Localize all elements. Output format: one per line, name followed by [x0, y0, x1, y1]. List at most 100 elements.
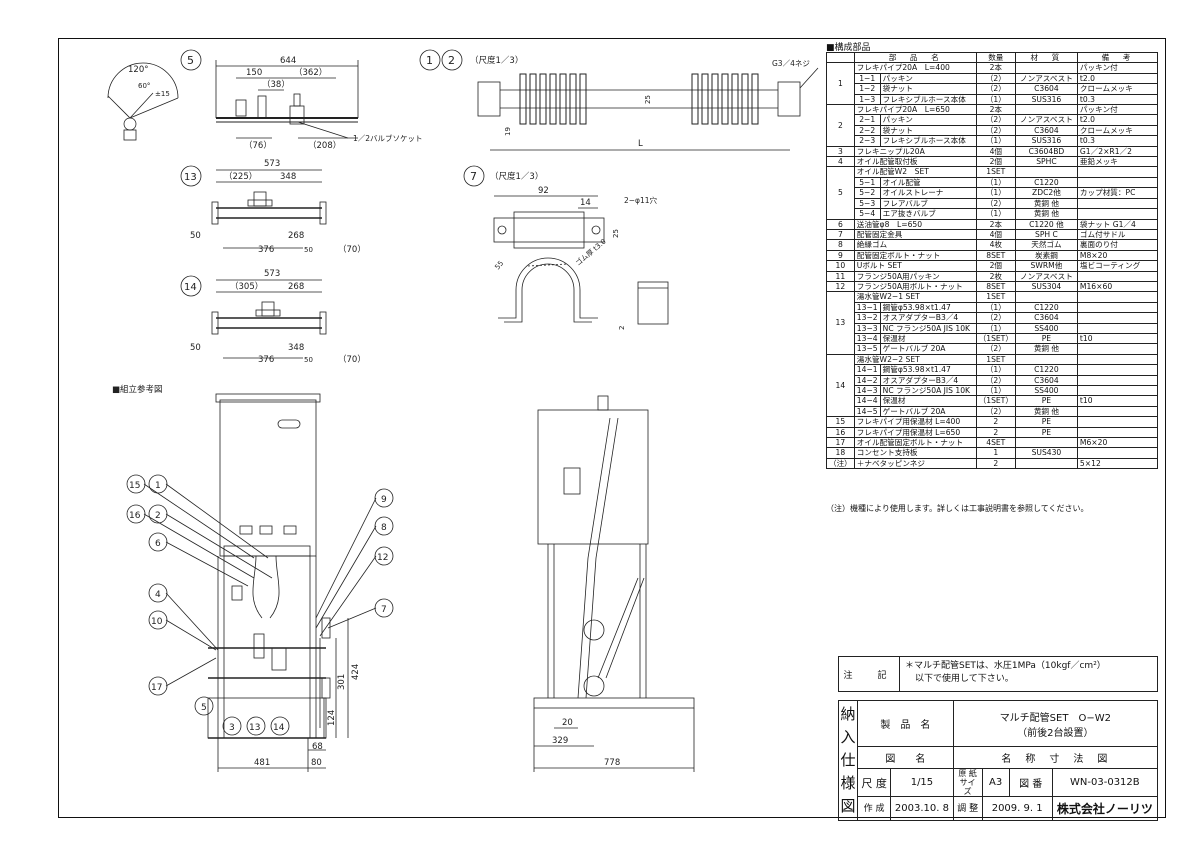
drawing-no-label: 図 番	[1008, 768, 1053, 797]
part-remarks	[1076, 291, 1159, 303]
view-7-saddle: 7 （尺度1／3） 92 14 2−φ11穴 25 55 ゴム厚 t3.0 2	[463, 165, 669, 330]
svg-text:80: 80	[311, 758, 322, 768]
part-qty: 4枚	[975, 239, 1016, 251]
svg-text:2−φ11穴: 2−φ11穴	[624, 195, 658, 205]
part-material: 黄銅 他	[1014, 197, 1078, 210]
part-qty: （2）	[975, 83, 1016, 95]
svg-text:16: 16	[129, 511, 141, 521]
part-qty: 8SET	[975, 249, 1016, 262]
svg-text:G3／4ネジ: G3／4ネジ	[772, 59, 810, 68]
part-remarks	[1076, 166, 1159, 178]
company-name: 株式会社ノーリツ	[1051, 796, 1159, 821]
part-qty: 1	[975, 447, 1016, 459]
drawing-frame	[58, 38, 1166, 818]
part-material	[1014, 353, 1078, 366]
svg-text:2: 2	[448, 54, 455, 67]
part-name: 湯水管W2−1 SET	[853, 291, 977, 303]
part-material: ノンアスベスト	[1014, 270, 1078, 282]
svg-text:8: 8	[381, 523, 387, 533]
part-remarks: t10	[1076, 332, 1159, 345]
svg-text:17: 17	[151, 683, 162, 693]
scale-label: 尺 度	[856, 768, 892, 797]
part-remarks: 袋ナット G1／4	[1076, 218, 1159, 230]
part-material	[1014, 457, 1078, 470]
part-material	[1014, 437, 1078, 449]
part-name: フランジ50A用ボルト・ナット	[853, 280, 977, 293]
part-remarks: t10	[1076, 395, 1159, 407]
part-remarks: 裏面のり付	[1076, 239, 1159, 251]
parts-list-title: ■構成部品	[826, 43, 871, 53]
part-remarks: M6×20	[1076, 437, 1159, 449]
part-sub-number: 13−5	[853, 343, 881, 355]
part-name: オイルストレーナ	[879, 187, 977, 199]
svg-text:481: 481	[254, 758, 270, 768]
part-qty: （2）	[975, 72, 1016, 85]
part-sub-number: 14−1	[853, 364, 881, 376]
part-name: ゲートバルブ 20A	[879, 405, 977, 418]
part-qty: （1）	[975, 322, 1016, 334]
svg-text:5: 5	[201, 703, 207, 713]
svg-text:（208）: （208）	[308, 140, 341, 151]
part-material: C1220	[1014, 176, 1078, 189]
part-name: 保温材	[879, 395, 977, 407]
part-material: 炭素鋼	[1014, 249, 1078, 262]
drawing-name: 名 称 寸 法 図	[952, 746, 1159, 769]
svg-text:ゴム厚 t3.0: ゴム厚 t3.0	[574, 237, 608, 268]
part-material: SS400	[1014, 384, 1078, 397]
paper-size-label: 原 紙 サイズ	[952, 768, 983, 797]
part-material: SUS430	[1014, 447, 1078, 459]
svg-text:13: 13	[184, 172, 197, 183]
part-number: 12	[826, 280, 855, 293]
view-13: 13 573 （225） 348 50 268 376 50 （70）	[180, 159, 366, 255]
part-remarks: パッキン付	[1076, 104, 1159, 116]
part-name: NC フランジ50A JIS 10K	[879, 322, 977, 334]
part-name: ゲートバルブ 20A	[879, 343, 977, 355]
part-material: PE	[1014, 395, 1078, 407]
part-remarks	[1076, 343, 1159, 355]
svg-text:55: 55	[493, 259, 505, 271]
svg-text:（362）: （362）	[294, 67, 327, 78]
part-number: 10	[826, 260, 855, 272]
parts-header-row: 部 品 名 数量 材 質 備 考	[826, 51, 1159, 64]
part-sub-number: 14−5	[853, 405, 881, 418]
part-sub-number: 5−2	[853, 187, 881, 199]
part-material: SWRM他	[1014, 260, 1078, 272]
part-qty: （1SET）	[975, 332, 1016, 345]
svg-text:60°: 60°	[138, 82, 150, 90]
scale-value: 1/15	[890, 768, 954, 797]
svg-text:1: 1	[155, 481, 161, 491]
part-material: C1220 他	[1014, 218, 1078, 230]
svg-text:13: 13	[249, 723, 260, 733]
part-remarks	[1076, 384, 1159, 397]
svg-text:14: 14	[580, 198, 591, 208]
part-number: 18	[826, 447, 855, 459]
part-name: オイル配管固定ボルト・ナット	[853, 437, 977, 449]
svg-text:1: 1	[426, 54, 433, 67]
part-qty: （2）	[975, 374, 1016, 387]
svg-text:92: 92	[538, 186, 549, 196]
part-name: フレキシブルホース本体	[879, 93, 977, 106]
svg-text:（76）: （76）	[244, 140, 272, 151]
part-remarks: 5×12	[1076, 457, 1159, 470]
part-remarks	[1076, 270, 1159, 282]
part-number: 17	[826, 437, 855, 449]
part-qty: （2）	[975, 343, 1016, 355]
svg-text:（尺度1／3）: （尺度1／3）	[470, 55, 523, 66]
part-name: ＋ナベタッピンネジ	[853, 457, 977, 470]
part-number: 6	[826, 218, 855, 230]
svg-text:778: 778	[604, 758, 620, 768]
part-remarks	[1076, 374, 1159, 387]
part-material: SUS304	[1014, 280, 1078, 293]
